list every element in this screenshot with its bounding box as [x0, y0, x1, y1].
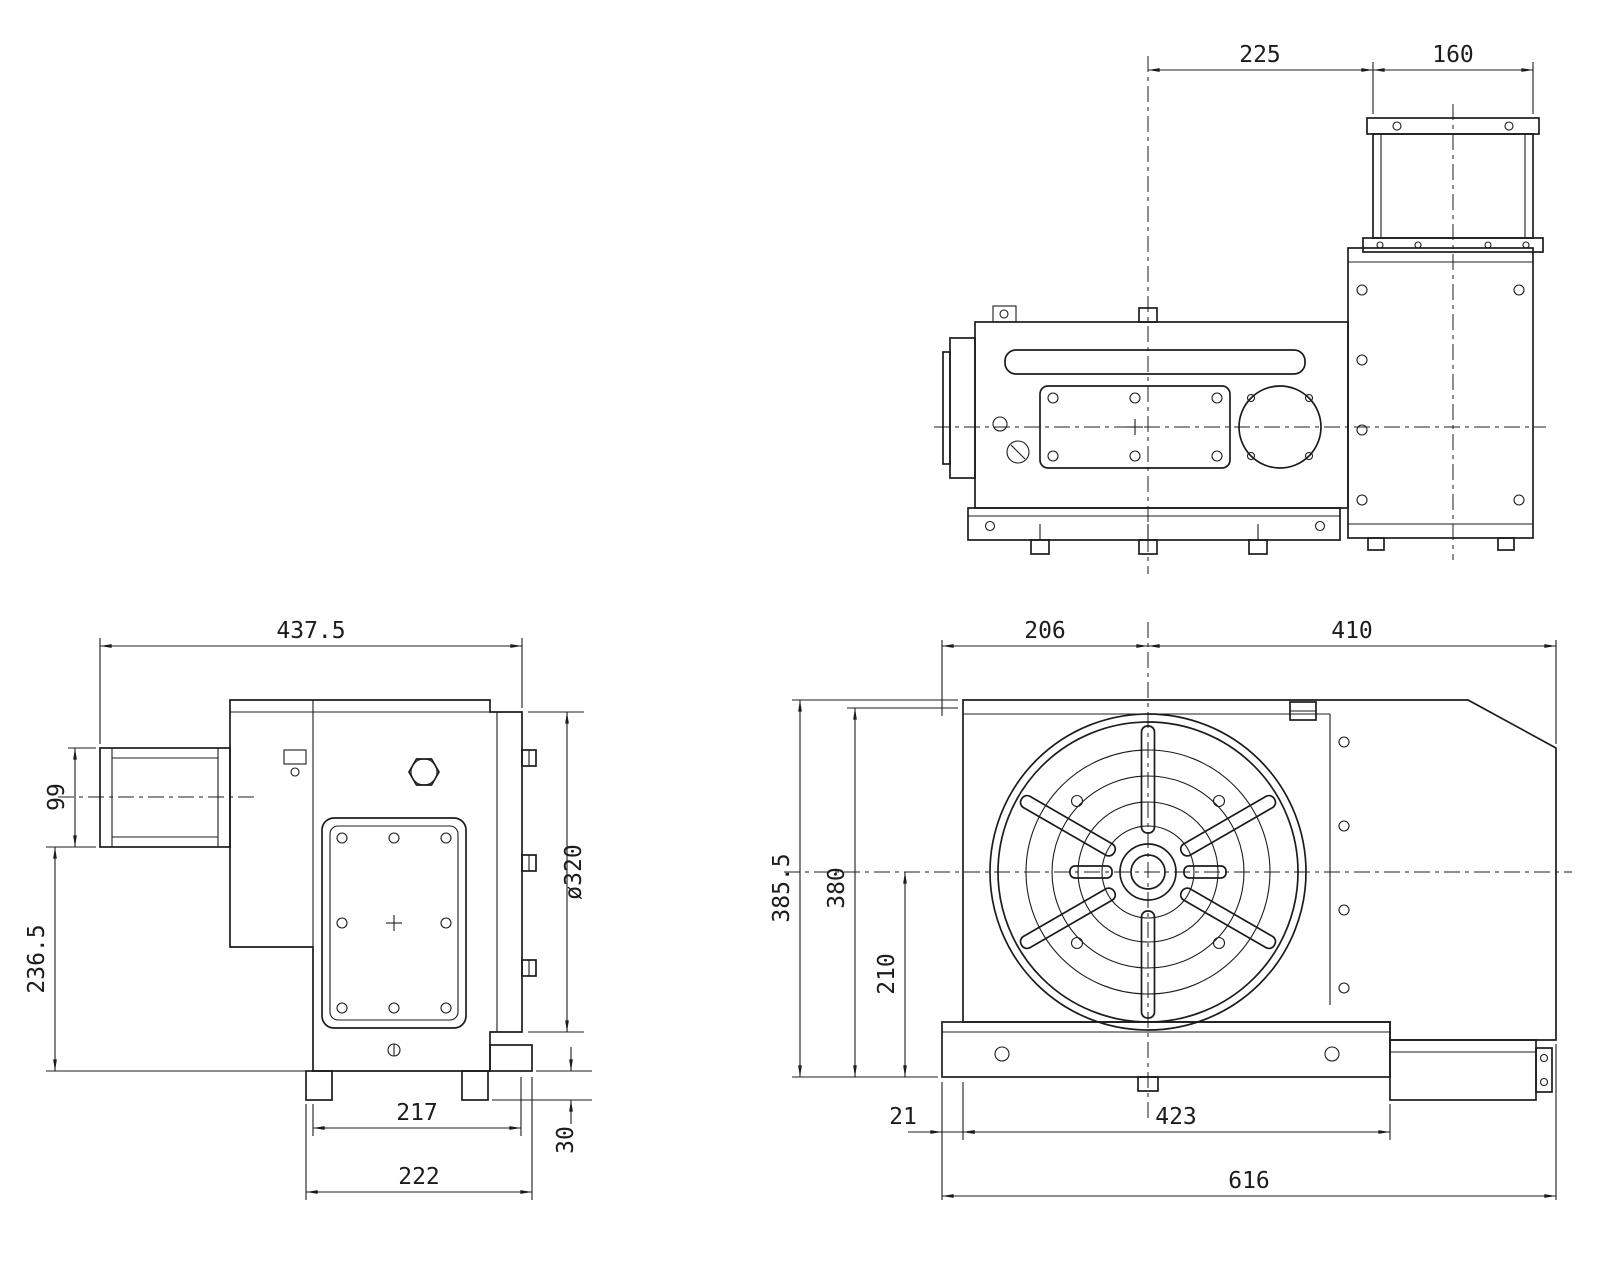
- front-view: 206 410 385.5 380 210 21 423 616: [769, 618, 1572, 1200]
- sv-feet: [305, 1070, 489, 1101]
- fv-top-tab: [1289, 701, 1317, 721]
- tv-gear-housing: [1347, 247, 1534, 551]
- side-view: 437.5 99 236.5 ø320 30 217: [24, 618, 592, 1200]
- sv-drain-plug: [387, 1043, 401, 1057]
- tv-clamp-slot: [1004, 349, 1306, 375]
- fv-t-slots: [1019, 725, 1277, 1019]
- tv-motor-column: [1362, 117, 1544, 253]
- top-view: 225 160: [934, 42, 1546, 574]
- tv-base: [967, 507, 1341, 555]
- sv-cover-plate: [321, 817, 467, 1029]
- tv-access-circle: [1238, 385, 1322, 469]
- tv-gear-feet: [1367, 537, 1515, 551]
- fv-panel-screws: [1338, 736, 1350, 994]
- dim-front-385-5: 385.5: [769, 853, 795, 922]
- sv-hex-plug: [408, 758, 440, 786]
- tv-main-housing: [942, 305, 1349, 509]
- dim-side-217: 217: [396, 1100, 438, 1126]
- dim-front-616: 616: [1228, 1168, 1270, 1194]
- tv-access-screws: [1246, 393, 1314, 461]
- tv-slotted-plug: [1006, 440, 1030, 464]
- tv-flange-screws: [1376, 241, 1530, 249]
- dim-front-410: 410: [1331, 618, 1373, 644]
- dim-side-320: ø320: [561, 844, 587, 899]
- dim-front-206: 206: [1024, 618, 1066, 644]
- dim-side-222: 222: [398, 1164, 440, 1190]
- dim-top-160: 160: [1432, 42, 1474, 68]
- dim-front-210: 210: [874, 953, 900, 995]
- dim-side-236-5: 236.5: [24, 924, 50, 993]
- dim-front-423: 423: [1155, 1104, 1197, 1130]
- dim-side-30: 30: [553, 1126, 579, 1154]
- tv-oil-plug: [992, 416, 1008, 432]
- fv-dimensions: 206 410 385.5 380 210 21 423 616: [769, 618, 1557, 1200]
- tv-feet: [1030, 524, 1268, 555]
- dim-front-380: 380: [824, 867, 850, 909]
- sv-base-step: [489, 1044, 533, 1072]
- sv-worm-shaft: [99, 747, 231, 848]
- sv-sensor: [283, 749, 307, 777]
- dim-front-21: 21: [889, 1104, 917, 1130]
- dim-side-437-5: 437.5: [276, 618, 345, 644]
- tv-plate-screws: [1047, 392, 1223, 462]
- dim-top-225: 225: [1239, 42, 1281, 68]
- tv-gear-screws: [1356, 284, 1525, 506]
- sv-plate-screws: [336, 832, 452, 1014]
- fv-centerlines: [784, 622, 1572, 1118]
- sv-housing: [229, 699, 537, 1101]
- tv-sensor: [992, 305, 1017, 323]
- tv-centerlines: [934, 56, 1546, 574]
- sv-dimensions: 437.5 99 236.5 ø320 30 217: [24, 618, 592, 1200]
- tv-cover-plate: [1039, 385, 1231, 469]
- fv-base: [941, 1021, 1391, 1092]
- fv-gearbox: [1389, 1039, 1553, 1101]
- dim-side-99: 99: [44, 783, 70, 811]
- tv-top-tab: [1138, 307, 1158, 323]
- sv-clamp-tabs: [521, 749, 537, 977]
- fv-table-screws: [1070, 794, 1226, 950]
- fv-center-foot: [1137, 1076, 1159, 1092]
- tv-dimensions: 225 160: [1148, 42, 1534, 114]
- tv-spindle-nose: [942, 337, 976, 479]
- fv-rotary-table: [989, 713, 1307, 1031]
